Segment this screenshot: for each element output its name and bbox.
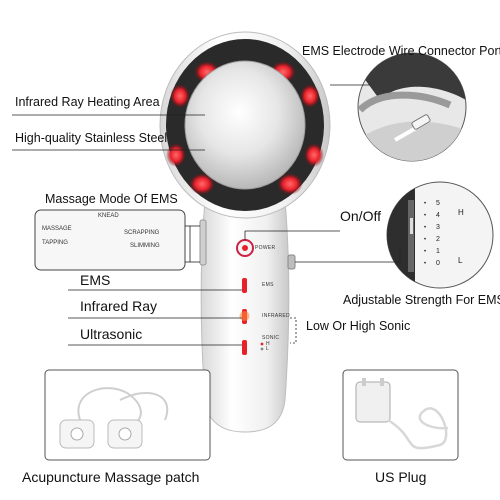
strength-level-4: 4 [436, 212, 440, 219]
strength-low: L [458, 256, 463, 265]
mode-tapping: TAPPING [42, 240, 68, 246]
device-sonic-h: H [266, 341, 270, 347]
device-infrared-text: INFRARED [262, 313, 290, 319]
us-plug-image [355, 378, 449, 450]
label-adjustable-strength: Adjustable Strength For EMS [343, 293, 500, 307]
label-acupuncture-patch: Acupuncture Massage patch [22, 469, 200, 485]
label-on-off: On/Off [340, 208, 381, 224]
label-massage-mode: Massage Mode Of EMS [45, 192, 178, 206]
device-sonic-text: SONIC [262, 335, 280, 341]
strength-level-2: 2 [436, 236, 440, 243]
label-ems-connector: EMS Electrode Wire Connector Port [302, 44, 500, 58]
strength-level-5: 5 [436, 200, 440, 207]
ems-light [242, 278, 247, 293]
mode-massage: MASSAGE [42, 226, 72, 232]
device-ems-text: EMS [262, 282, 274, 288]
ultrasonic-light [242, 340, 247, 355]
connector-inset [357, 52, 467, 162]
acupuncture-patch-image [59, 387, 169, 449]
mode-switch [199, 219, 207, 266]
strength-level-0: 0 [436, 260, 440, 267]
label-low-high-sonic: Low Or High Sonic [306, 319, 411, 333]
mode-slimming: SLIMMING [130, 243, 160, 249]
strength-high: H [458, 208, 464, 217]
label-infrared-ray: Infrared Ray [80, 298, 158, 314]
device-power-text: POWER [255, 245, 276, 251]
strength-level-1: 1 [436, 248, 440, 255]
strength-levels: 5 4 3 2 1 0 [436, 198, 448, 270]
label-ultrasonic: Ultrasonic [80, 326, 143, 342]
strength-dots: •••••• [424, 201, 427, 267]
label-infrared-heating: Infrared Ray Heating Area [15, 95, 160, 109]
strength-inset [386, 181, 494, 289]
strength-knob [287, 254, 296, 270]
mode-knead: KNEAD [98, 213, 119, 219]
mode-panel-inset [34, 209, 186, 271]
strength-level-3: 3 [436, 224, 440, 231]
label-us-plug: US Plug [375, 469, 427, 485]
label-ems: EMS [80, 272, 111, 288]
stainless-steel-plate [184, 60, 306, 190]
mode-scrapping: SCRAPPING [124, 230, 160, 236]
device-sonic-l: L [266, 346, 270, 352]
label-stainless-steel: High-quality Stainless Steel [15, 131, 168, 145]
